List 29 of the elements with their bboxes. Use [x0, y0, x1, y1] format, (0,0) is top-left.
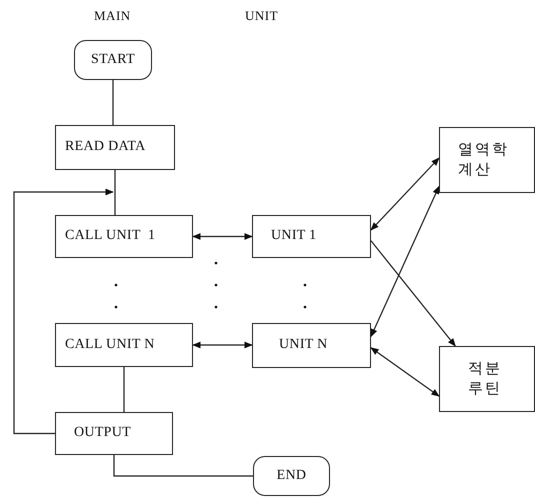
- process-box: [439, 346, 535, 412]
- terminal-box: [74, 40, 152, 80]
- connector-arrow: [370, 186, 440, 338]
- process-box: [55, 412, 173, 455]
- node-label: READ DATA: [65, 138, 146, 156]
- connector-arrow: [13, 188, 114, 434]
- process-box: [55, 323, 193, 367]
- connector-arrow: [192, 233, 253, 240]
- connector-arrow: [370, 157, 440, 231]
- process-box: [439, 127, 535, 193]
- node-label: UNIT N: [279, 336, 328, 354]
- node-label: OUTPUT: [74, 424, 132, 442]
- connector-arrow: [370, 240, 456, 347]
- process-box: [55, 125, 175, 170]
- node-label: 적분 루틴: [468, 360, 503, 399]
- column-heading: UNIT: [245, 8, 278, 24]
- connector-arrow: [192, 342, 253, 348]
- node-label: CALL UNIT N: [65, 336, 155, 354]
- process-box: [55, 215, 193, 258]
- node-label: CALL UNIT 1: [65, 227, 156, 246]
- node-label: START: [91, 50, 135, 69]
- node-label: UNIT 1: [271, 227, 316, 246]
- node-label: 열역학 계산: [458, 140, 510, 180]
- terminal-box: [253, 456, 330, 496]
- node-label: END: [276, 466, 306, 485]
- process-box: [252, 323, 371, 368]
- process-box: [252, 215, 371, 258]
- connector-arrow: [370, 347, 440, 397]
- column-heading: MAIN: [94, 8, 131, 24]
